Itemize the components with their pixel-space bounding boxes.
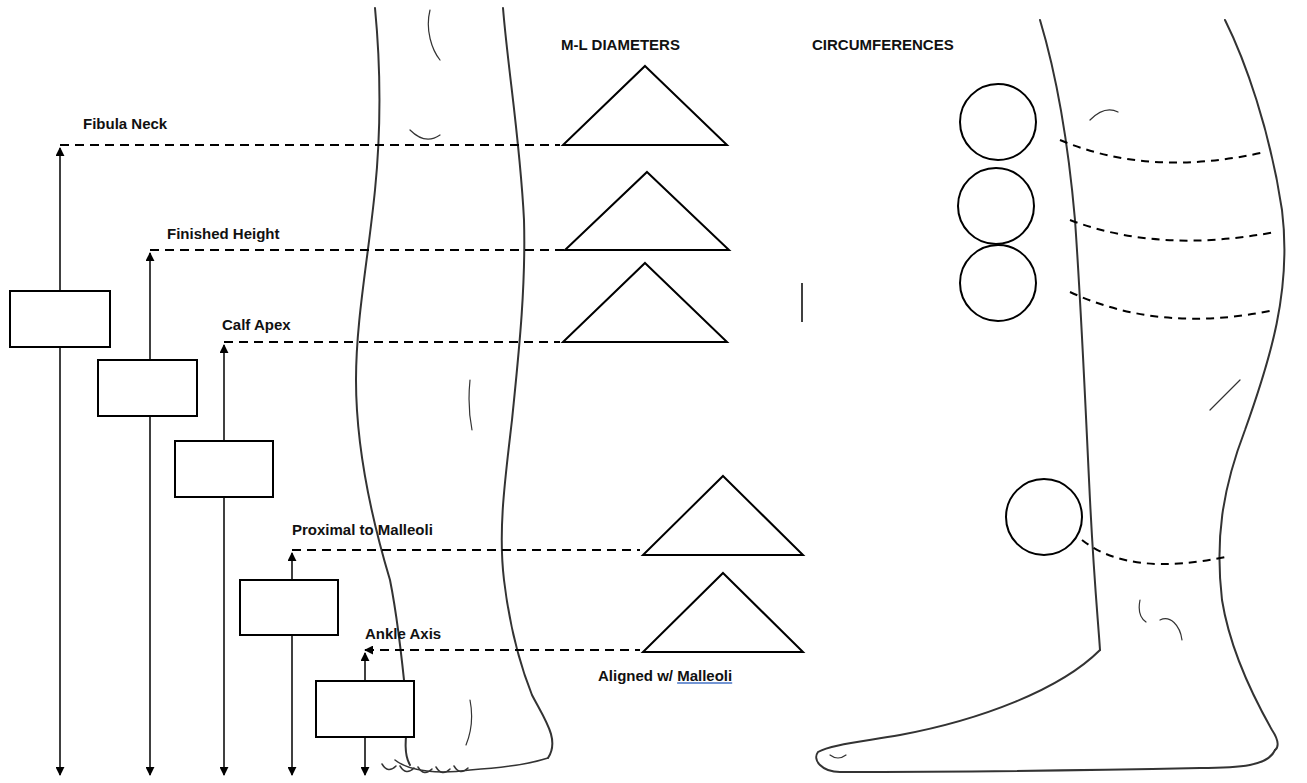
front-leg-outline xyxy=(356,8,552,773)
level-label: Proximal to Malleoli xyxy=(290,521,435,539)
measurement-lines xyxy=(60,145,640,775)
side-leg-outline xyxy=(816,20,1284,772)
circumference-arcs xyxy=(1060,140,1275,564)
level-label: Fibula Neck xyxy=(81,115,169,133)
level-lines xyxy=(60,145,640,650)
diameter-triangles xyxy=(563,66,803,652)
tick-mark xyxy=(801,283,803,322)
level-label: Finished Height xyxy=(165,225,282,243)
column-heading: M-L DIAMETERS xyxy=(559,36,682,54)
level-label: Ankle Axis xyxy=(363,625,443,643)
circumference-circles xyxy=(958,84,1082,555)
alignment-note: Aligned w/ Malleoli xyxy=(596,667,734,685)
entry-boxes xyxy=(10,291,414,737)
level-label: Calf Apex xyxy=(220,316,293,334)
column-heading: CIRCUMFERENCES xyxy=(810,36,956,54)
